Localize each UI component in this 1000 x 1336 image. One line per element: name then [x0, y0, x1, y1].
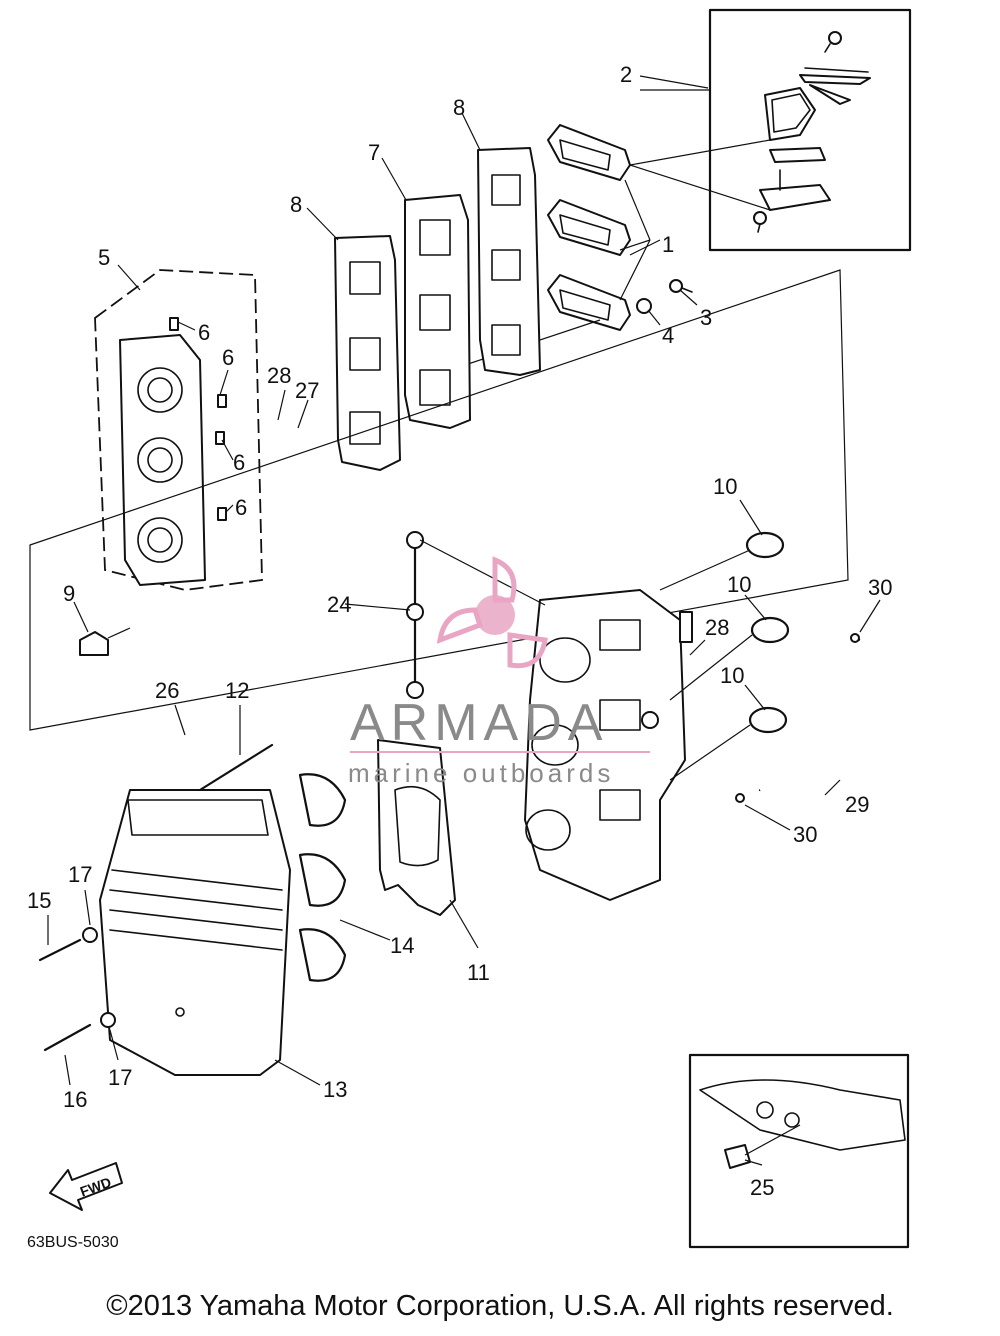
- callout-1: 1: [662, 232, 674, 257]
- callout-10a: 10: [713, 474, 737, 499]
- intake-gaskets: [334, 147, 541, 471]
- callout-15: 15: [27, 888, 51, 913]
- callout-27: 27: [295, 378, 319, 403]
- o-rings: [659, 531, 790, 781]
- callout-labels: 1 2 3 4 5 6 6 6 6 7 8 8 9 10 10 10 11 12…: [27, 62, 892, 1200]
- callout-30a: 30: [868, 575, 892, 600]
- hose: [735, 633, 915, 803]
- callout-13: 13: [323, 1077, 347, 1102]
- callout-30b: 30: [793, 822, 817, 847]
- callout-6a: 6: [198, 320, 210, 345]
- watermark-brand: ARMADA: [350, 694, 608, 752]
- reed-valve-detail-inset: [629, 8, 912, 252]
- callout-8a: 8: [453, 95, 465, 120]
- callout-24: 24: [327, 592, 351, 617]
- link-rod: [406, 531, 546, 699]
- callout-14: 14: [390, 933, 414, 958]
- callout-7: 7: [368, 140, 380, 165]
- callout-17b: 17: [108, 1065, 132, 1090]
- callout-29: 29: [845, 792, 869, 817]
- bolts: [38, 743, 274, 1052]
- callout-10c: 10: [720, 663, 744, 688]
- callout-6c: 6: [233, 450, 245, 475]
- callout-28b: 28: [705, 615, 729, 640]
- silencer-cover: [99, 789, 291, 1076]
- leader-lines: [47, 75, 881, 1166]
- callout-6b: 6: [222, 345, 234, 370]
- intake-manifold: [79, 269, 263, 656]
- callout-16: 16: [63, 1087, 87, 1112]
- reed-valve-assemblies: [449, 124, 693, 371]
- callout-17a: 17: [68, 862, 92, 887]
- watermark-subtitle: marine outboards: [348, 758, 614, 788]
- callout-9: 9: [63, 581, 75, 606]
- copyright-notice: ©2013 Yamaha Motor Corporation, U.S.A. A…: [106, 1290, 894, 1322]
- callout-26: 26: [155, 678, 179, 703]
- silencer-gaskets: [298, 739, 456, 982]
- callout-25: 25: [750, 1175, 774, 1200]
- forward-arrow: FWD: [49, 1162, 123, 1211]
- callout-6d: 6: [235, 495, 247, 520]
- callout-2: 2: [620, 62, 632, 87]
- carburetor-assembly: [524, 589, 693, 901]
- callout-10b: 10: [727, 572, 751, 597]
- callout-11: 11: [467, 960, 490, 985]
- callout-5: 5: [98, 245, 110, 270]
- callout-3: 3: [700, 305, 712, 330]
- callout-8b: 8: [290, 192, 302, 217]
- armada-watermark: ARMADA marine outboards: [348, 556, 650, 788]
- callout-4: 4: [662, 323, 674, 348]
- drawing-code: 63BUS-5030: [27, 1234, 119, 1251]
- drain-screw-inset: [688, 1053, 910, 1249]
- callout-28a: 28: [267, 363, 291, 388]
- callout-12: 12: [225, 678, 249, 703]
